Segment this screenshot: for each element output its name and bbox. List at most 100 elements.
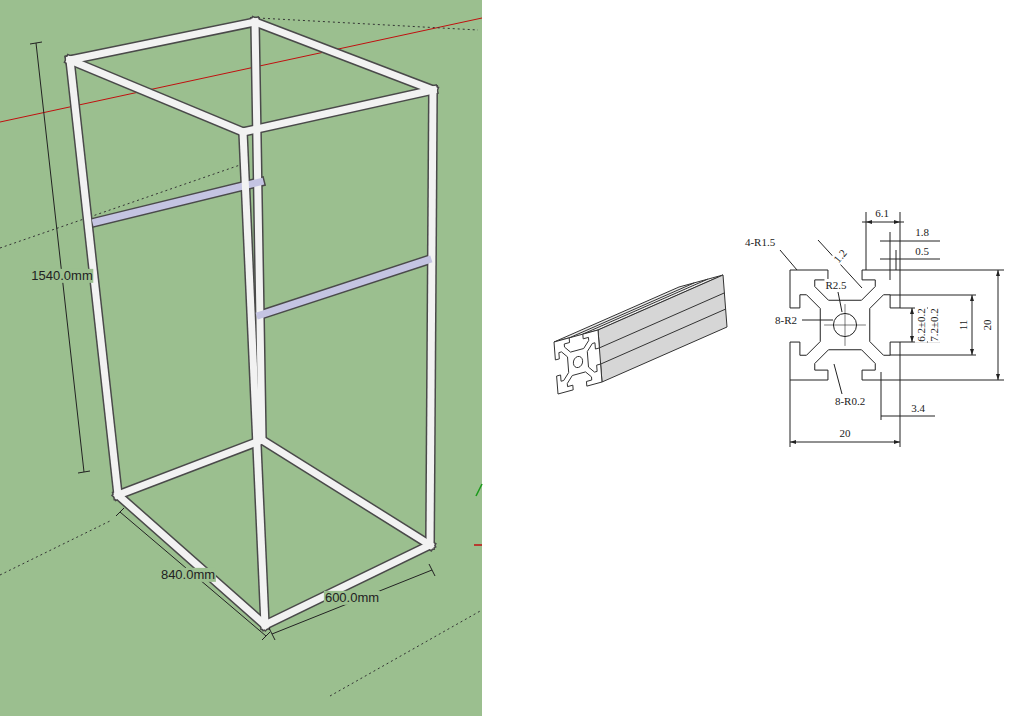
arrow-ticks: [790, 220, 1000, 444]
frame-beams-outline: [262, 440, 430, 545]
section-dimension-lines: [866, 212, 867, 270]
slot-dimension: 6.1: [874, 207, 890, 219]
axis-lines: [0, 18, 482, 696]
arrow-ticks: [866, 220, 872, 224]
lip-dimension: 0.5: [914, 245, 930, 257]
dimension-lines: [36, 43, 84, 472]
radius-callout: 8-R0.2: [834, 395, 866, 407]
frame-beams: [70, 22, 255, 60]
arrow-ticks: [996, 270, 1000, 276]
frame-beams-outline: [118, 440, 262, 495]
dimension-lines: [120, 512, 266, 636]
frame-beams-outline: [70, 22, 255, 60]
frame-beams-outline: [265, 545, 430, 625]
dimension-lines: [429, 564, 435, 576]
profile-size-dimension: 20: [839, 427, 852, 439]
profile-3d: [569, 283, 694, 338]
section-dimension-lines: [780, 212, 1004, 447]
frame-beams-outline: [430, 90, 433, 545]
radius-callout: R2.5: [824, 279, 847, 291]
profile-3d: [601, 309, 726, 364]
height-dimension: 1540.0mm: [30, 269, 93, 283]
arrow-ticks: [894, 440, 900, 444]
dimension-lines: [272, 570, 432, 634]
dimension-lines: [30, 42, 42, 44]
frame-beams: [243, 90, 433, 132]
frame-beams: [96, 182, 260, 222]
profile-3d: [598, 275, 727, 382]
axis-lines: [0, 165, 240, 248]
slot-width-dimension: 7.2±0.2: [928, 307, 940, 343]
profile-3d: [554, 330, 602, 394]
profile-section: [790, 270, 900, 380]
profile-size-dimension: 20: [981, 319, 993, 332]
section-dimension-lines: [900, 380, 1004, 381]
frame-beams: [243, 132, 265, 625]
frame-beams: [255, 22, 433, 90]
frame-beams: [70, 22, 433, 625]
offset-dimension: 3.4: [910, 402, 926, 414]
section-dimension-lines: [780, 250, 797, 270]
section-dimension-lines: [972, 295, 973, 355]
section-dimension-lines: [896, 250, 897, 270]
dimension-lines: [116, 508, 124, 516]
arrow-ticks: [894, 220, 900, 224]
model-background: [0, 0, 482, 716]
frame-beams: [118, 440, 262, 495]
frame-beams-outline: [118, 495, 265, 625]
lip-dimension: 1.8: [914, 226, 930, 238]
profile-3d: [599, 293, 724, 348]
section-dimension-lines: [881, 372, 882, 420]
section-dimension-lines: [790, 380, 791, 447]
profile-3d: [554, 330, 602, 394]
profile-section: [845, 304, 846, 346]
width-dimension: 600.0mm: [324, 591, 380, 605]
section-dimension-lines: [838, 292, 842, 312]
section-dimension-lines: [881, 416, 935, 417]
frame-beams-outline: [255, 22, 433, 90]
frame-beams-outline: [70, 22, 433, 625]
profile-3d: [583, 279, 708, 334]
arrow-ticks: [970, 295, 974, 301]
section-dimension-lines: [802, 320, 833, 321]
arrow-ticks: [996, 374, 1000, 380]
radius-callout: 4-R1.5: [744, 236, 776, 248]
profile-section: [790, 270, 900, 380]
wall-dimension: 1.2: [830, 246, 849, 266]
arrow-ticks: [910, 308, 914, 314]
depth-dimension: 840.0mm: [160, 568, 216, 582]
frame-beams: [265, 545, 430, 625]
axis-lines: [330, 610, 482, 696]
axis-lines: [258, 18, 478, 30]
frame-beams: [118, 495, 265, 625]
slot-width-dimension: 6.2±0.2: [915, 307, 927, 343]
section-dimension-lines: [890, 232, 891, 280]
section-dimension-lines: [790, 442, 900, 443]
arrow-ticks: [910, 336, 914, 342]
frame-beams: [430, 90, 433, 545]
arrow-ticks: [790, 440, 796, 444]
dimension-lines: [78, 471, 90, 473]
axis-lines: [476, 484, 482, 496]
axis-lines: [0, 520, 112, 575]
section-dimension-lines: [998, 270, 999, 380]
section-dimension-lines: [890, 355, 976, 356]
arrow-ticks: [970, 349, 974, 355]
profile-3d: [573, 355, 583, 368]
frame-beams-outline: [260, 260, 428, 315]
section-dimension-lines: [900, 380, 901, 447]
axis-lines: [474, 544, 482, 546]
section-dimension-lines: [834, 364, 842, 394]
frame-beams-outline: [70, 60, 243, 132]
slot-depth-dimension: 11: [957, 319, 969, 332]
frame-beams-outline: [96, 182, 260, 222]
radius-callout: 8-R2: [774, 314, 798, 326]
dimension-lines: [30, 42, 435, 640]
frame-beams: [260, 260, 428, 315]
dimension-lines: [262, 632, 270, 640]
section-dimension-lines: [880, 259, 940, 260]
section-dimension-lines: [900, 270, 1004, 271]
